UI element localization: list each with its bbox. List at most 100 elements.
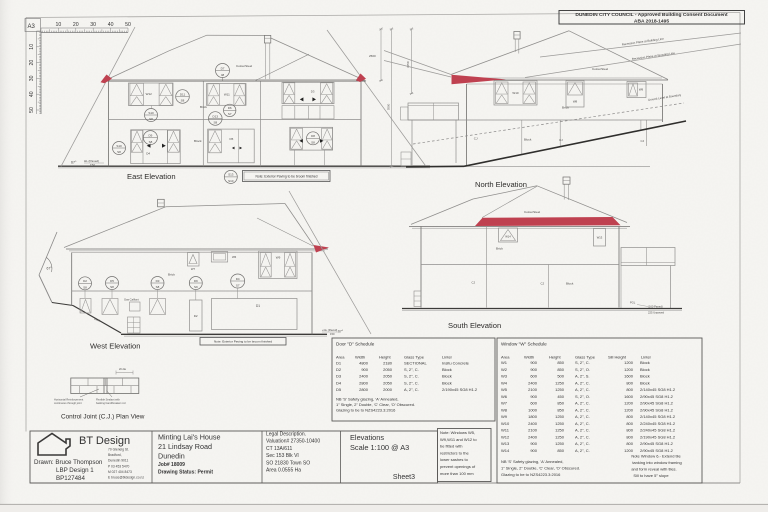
svg-text:D2: D2 (194, 314, 198, 318)
svg-text:Block: Block (640, 360, 650, 365)
svg-text:50: 50 (29, 107, 35, 113)
svg-text:W6: W6 (232, 255, 237, 259)
svg-text:Lintel: Lintel (641, 355, 651, 360)
svg-text:850: 850 (557, 407, 564, 412)
svg-text:D3: D3 (156, 279, 160, 283)
svg-text:Control Joint (C.J.) Plan View: Control Joint (C.J.) Plan View (61, 414, 145, 421)
svg-text:Block: Block (442, 374, 452, 379)
svg-text:1250: 1250 (555, 434, 565, 439)
svg-text:1000: 1000 (528, 407, 538, 412)
svg-text:Block: Block (524, 138, 532, 142)
svg-text:W10: W10 (501, 421, 510, 426)
svg-text:D9: D9 (194, 279, 198, 283)
svg-text:ColourSteel: ColourSteel (524, 210, 540, 214)
svg-text:Area: Area (501, 355, 510, 360)
svg-text:900: 900 (530, 394, 537, 399)
svg-text:2500: 2500 (369, 54, 376, 58)
svg-text:East Elevation: East Elevation (127, 172, 176, 181)
svg-text:S8: S8 (83, 285, 87, 289)
svg-text:and form reveal with tiles.: and form reveal with tiles. (631, 467, 676, 472)
svg-text:1200: 1200 (624, 367, 634, 372)
svg-text:Block: Block (442, 380, 452, 385)
svg-text:D3: D3 (336, 374, 342, 379)
svg-text:S, 2", C.: S, 2", C. (404, 374, 419, 379)
svg-text:Note Window 6.- Extend tile: Note Window 6.- Extend tile (631, 454, 681, 459)
svg-text:Door "D" Schedule: Door "D" Schedule (336, 342, 375, 347)
svg-text:S, 2", C.: S, 2", C. (404, 367, 419, 372)
svg-text:Block: Block (640, 374, 650, 379)
svg-text:A, 2", C.: A, 2", C. (575, 441, 590, 446)
svg-text:S10: S10 (148, 111, 154, 115)
svg-text:A, 2", C.: A, 2", C. (575, 401, 590, 406)
svg-text:150: 150 (330, 332, 335, 336)
svg-text:A, 2", S.: A, 2", S. (575, 374, 590, 379)
svg-text:Horizontal Reinforcement: Horizontal Reinforcement (54, 398, 84, 402)
svg-text:5500: 5500 (387, 103, 391, 110)
svg-text:ColourSteel: ColourSteel (592, 67, 608, 71)
svg-text:2100: 2100 (528, 387, 538, 392)
svg-text:800: 800 (626, 421, 633, 426)
svg-text:Block: Block (194, 139, 202, 143)
svg-text:30: 30 (29, 75, 35, 81)
svg-text:800: 800 (626, 428, 633, 433)
svg-text:W14: W14 (501, 448, 510, 453)
svg-text:Drawn: Bruce Thompson: Drawn: Bruce Thompson (34, 459, 103, 466)
svg-text:3050: 3050 (406, 61, 410, 68)
svg-text:S10: S10 (116, 144, 122, 148)
svg-text:ColourSteel: ColourSteel (236, 64, 252, 68)
svg-text:600: 600 (530, 401, 537, 406)
svg-text:CJ: CJ (474, 137, 478, 141)
svg-text:2/90x45 SG8 H1.2: 2/90x45 SG8 H1.2 (640, 401, 674, 406)
svg-text:67°: 67° (47, 267, 53, 271)
svg-text:2400: 2400 (528, 434, 538, 439)
svg-text:Block: Block (442, 367, 452, 372)
svg-text:40: 40 (108, 22, 114, 28)
svg-text:S8: S8 (181, 99, 185, 103)
svg-text:(160 Paved): (160 Paved) (648, 305, 663, 309)
svg-text:2050: 2050 (383, 367, 393, 372)
svg-text:4800: 4800 (359, 361, 369, 366)
svg-text:Block: Block (566, 282, 574, 286)
svg-text:2/190x45 SG8 H1.2: 2/190x45 SG8 H1.2 (442, 387, 478, 392)
svg-text:W6: W6 (501, 394, 508, 399)
svg-text:S, 2", C.: S, 2", C. (404, 380, 419, 385)
svg-text:D1: D1 (336, 361, 342, 366)
svg-text:BT Design: BT Design (79, 435, 130, 447)
svg-text:S13: S13 (228, 173, 234, 177)
svg-text:W9: W9 (639, 88, 644, 92)
svg-text:Sill Height: Sill Height (608, 355, 627, 360)
svg-text:Minting Lai's House: Minting Lai's House (158, 433, 221, 442)
svg-text:W10: W10 (512, 91, 519, 95)
svg-text:1" Single, 2" Double, 'C' Clea: 1" Single, 2" Double, 'C' Clear, 'O' Obs… (501, 466, 580, 471)
svg-text:Valuation# 27350-10400: Valuation# 27350-10400 (266, 439, 320, 445)
svg-text:W8: W8 (501, 407, 508, 412)
svg-text:West Elevation: West Elevation (90, 342, 141, 351)
svg-text:restrictors to the: restrictors to the (440, 450, 469, 455)
svg-text:2400: 2400 (528, 380, 538, 385)
svg-text:40: 40 (29, 91, 35, 97)
svg-text:20 dia: 20 dia (119, 368, 126, 371)
svg-text:Block: Block (640, 367, 650, 372)
svg-text:W1: W1 (501, 360, 508, 365)
svg-text:A, 2", C.: A, 2", C. (575, 421, 590, 426)
svg-text:D6: D6 (228, 106, 232, 110)
svg-text:2/90x45 SG8 H1.2: 2/90x45 SG8 H1.2 (640, 407, 674, 412)
svg-text:Width: Width (355, 355, 365, 360)
svg-text:S8: S8 (117, 150, 121, 154)
svg-text:2/90x45 SG8 H1.2: 2/90x45 SG8 H1.2 (640, 448, 674, 453)
svg-text:S8: S8 (149, 140, 153, 144)
svg-text:W7: W7 (191, 267, 196, 271)
svg-text:900: 900 (361, 367, 368, 372)
svg-text:W14: W14 (505, 234, 511, 238)
svg-text:150: 150 (90, 163, 95, 167)
svg-text:800: 800 (626, 380, 633, 385)
svg-text:A, 2", C.: A, 2", C. (575, 387, 590, 392)
svg-text:+GL (Paved): +GL (Paved) (322, 328, 337, 332)
svg-text:2/90x45 SG8 H1.2: 2/90x45 SG8 H1.2 (640, 441, 674, 446)
svg-text:21 Lindsay Road: 21 Lindsay Road (158, 442, 212, 451)
svg-text:W7: W7 (501, 401, 508, 406)
svg-text:20: 20 (29, 60, 35, 66)
svg-text:48: 48 (221, 73, 225, 77)
svg-text:W11: W11 (224, 92, 230, 96)
svg-text:BP127484: BP127484 (56, 475, 85, 482)
